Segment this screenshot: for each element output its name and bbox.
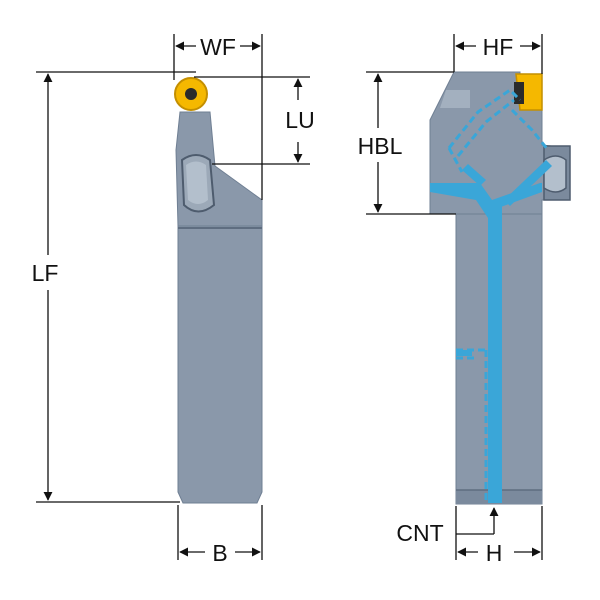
label-lf: LF bbox=[32, 260, 59, 286]
front-view bbox=[174, 77, 263, 504]
dim-b: B bbox=[177, 505, 263, 566]
dim-cnt: CNT bbox=[396, 507, 499, 546]
dim-hf: HF bbox=[453, 34, 543, 74]
dim-wf: WF bbox=[173, 34, 263, 200]
label-hbl: HBL bbox=[358, 133, 403, 159]
label-h: H bbox=[486, 540, 503, 566]
dim-hbl: HBL bbox=[358, 71, 456, 215]
label-wf: WF bbox=[200, 34, 236, 60]
label-cnt: CNT bbox=[396, 520, 443, 546]
label-b: B bbox=[212, 540, 227, 566]
dim-lu: LU bbox=[194, 76, 315, 165]
side-view bbox=[429, 71, 571, 505]
label-lu: LU bbox=[285, 107, 314, 133]
front-shank bbox=[177, 225, 263, 504]
label-hf: HF bbox=[483, 34, 514, 60]
dim-lf: LF bbox=[32, 71, 196, 503]
dim-h: H bbox=[455, 506, 543, 566]
